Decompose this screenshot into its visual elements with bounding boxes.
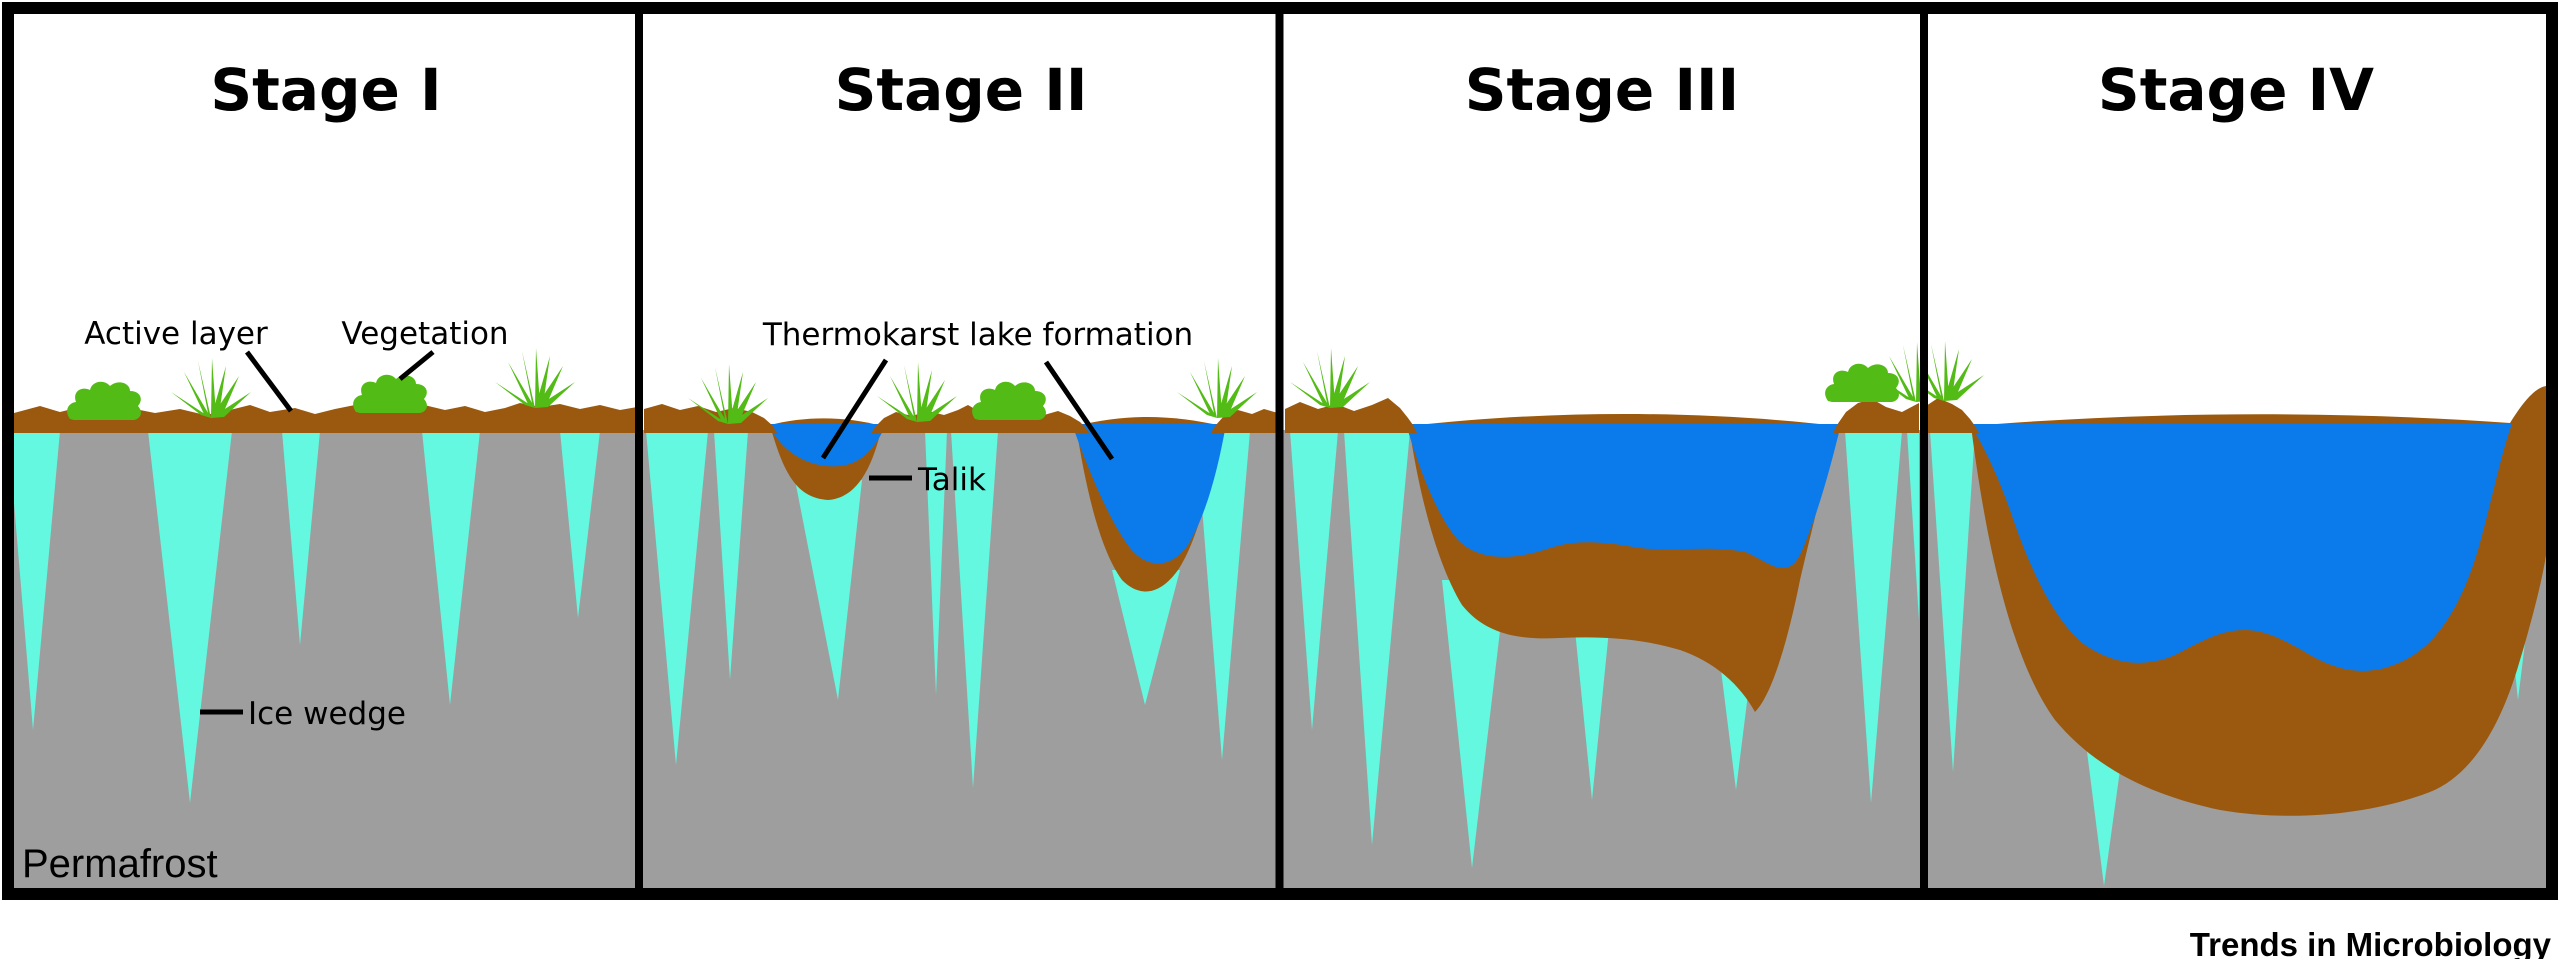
ice-wedge: [560, 431, 600, 618]
ice-wedge: [714, 431, 748, 680]
ice-wedge-under-lake: [1112, 570, 1180, 705]
ice-wedge: [422, 431, 480, 705]
active-layer-soil: [1833, 399, 1919, 433]
panel-title-stage2: Stage II: [835, 56, 1088, 124]
ice-wedge-under-lake: [1442, 580, 1506, 868]
thermokarst-lake-water: [1406, 424, 1841, 569]
leader-line-thermokarst-right: [1043, 360, 1115, 461]
active-layer-soil: [1926, 398, 1979, 433]
vegetation-bush: [1825, 363, 1899, 402]
label-active-layer: Active layer: [84, 316, 268, 352]
ice-wedge: [148, 431, 232, 803]
ice-wedge: [1930, 431, 1975, 772]
vegetation: [1926, 341, 1984, 401]
leader-line-thermokarst-left: [820, 358, 889, 460]
panel-title-stage4: Stage IV: [2098, 56, 2374, 124]
ice-wedge: [14, 431, 60, 730]
vegetation: [1290, 342, 1922, 408]
ice-wedge: [925, 431, 947, 695]
vegetation-bush: [67, 381, 141, 420]
ice-wedge: [282, 431, 320, 645]
ice-wedge: [951, 431, 998, 788]
vegetation-bush: [972, 381, 1046, 420]
panel-stage2: Thermokarst lake formation Talik Stage I…: [644, 56, 1277, 788]
panel-stage4: Stage IV: [1926, 56, 2546, 886]
ice-wedge: [646, 431, 708, 765]
ice-wedge: [1196, 431, 1250, 760]
panel-stage1: Active layer Vegetation Ice wedge Permaf…: [14, 56, 635, 886]
ice-wedge: [1845, 431, 1902, 803]
leader-line-vegetation: [398, 350, 435, 381]
figure-frame: [2, 2, 2558, 900]
label-permafrost: Permafrost: [22, 842, 218, 886]
ice-wedge: [1344, 431, 1410, 845]
ice-wedges: [1290, 431, 1919, 868]
journal-footer: Trends in Microbiology: [2190, 926, 2552, 959]
ice-wedges: [646, 431, 1250, 788]
active-layer-soil: [644, 404, 777, 433]
thermokarst-lake-water: [1970, 424, 2512, 671]
vegetation-grass: [1290, 348, 1370, 408]
label-vegetation: Vegetation: [341, 316, 508, 352]
ice-wedge-under-lake: [795, 480, 862, 700]
ice-wedge-under-lake: [1572, 600, 1612, 800]
vegetation-bush: [353, 374, 427, 413]
vegetation: [67, 348, 575, 420]
panel-title-stage3: Stage III: [1465, 56, 1739, 124]
ice-wedges: [14, 431, 600, 803]
label-ice-wedge: Ice wedge: [248, 696, 406, 732]
ice-wedge: [1907, 431, 1919, 620]
vegetation-grass: [495, 348, 575, 408]
active-layer-soil: [14, 403, 635, 433]
active-layer-soil: [1285, 398, 1417, 433]
ice-wedge: [1290, 431, 1338, 730]
label-talik: Talik: [917, 462, 986, 498]
panel-title-stage1: Stage I: [210, 56, 441, 124]
vegetation-grass: [1177, 358, 1257, 418]
leader-line-active-layer: [244, 350, 294, 413]
figure-border: [2, 2, 2558, 900]
thermokarst-lake-water: [768, 424, 886, 467]
vegetation-grass: [877, 362, 957, 422]
label-thermokarst: Thermokarst lake formation: [762, 317, 1193, 353]
panel-stage3: Stage III: [1285, 56, 1922, 868]
vegetation-grass: [1926, 341, 1984, 401]
